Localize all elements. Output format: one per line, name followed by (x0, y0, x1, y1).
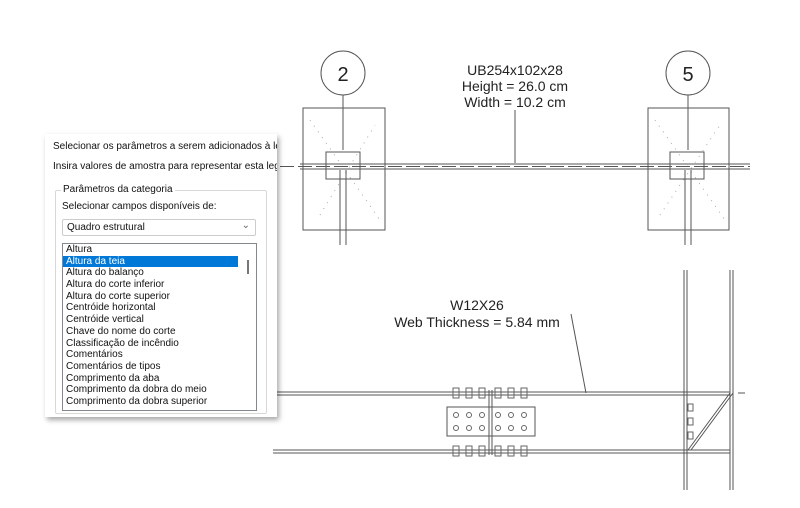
grid-label-5: 5 (682, 64, 693, 86)
instruction-select-params: Selecionar os parâmetros a serem adicion… (53, 141, 277, 152)
list-scrollbar[interactable] (242, 244, 256, 410)
instruction-sample-values: Insira valores de amostra para represent… (53, 161, 277, 172)
list-item[interactable]: Classificação de incêndio (66, 337, 179, 349)
splice-plate (446, 406, 536, 437)
beam-w12x26 (273, 391, 730, 454)
grid-bubble-2 (320, 50, 366, 150)
list-item[interactable]: Altura da teia (63, 255, 238, 268)
list-item[interactable]: Comprimento da dobra superior (66, 395, 208, 407)
group-title: Parâmetros da categoria (61, 184, 175, 195)
legend-parameters-dialog: Selecionar os parâmetros a serem adicion… (45, 134, 277, 417)
beam-tag-name: UB254x102x28 (467, 62, 563, 78)
list-item[interactable]: Comprimento da aba (66, 372, 160, 384)
beam-top (280, 163, 750, 170)
list-item[interactable]: Altura do balanço (66, 267, 144, 279)
list-item[interactable]: Centróide vertical (66, 314, 144, 326)
leader-bottom (570, 313, 587, 394)
category-parameters-group: Parâmetros da categoria Selecionar campo… (55, 184, 267, 414)
list-item[interactable]: Altura (66, 244, 93, 255)
beam-tag-web-thickness: Web Thickness = 5.84 mm (394, 314, 560, 330)
grid-label-2: 2 (337, 64, 348, 86)
list-item[interactable]: Altura do corte inferior (66, 279, 165, 291)
beam-tag-w12: W12X26 (450, 297, 504, 313)
beam-tag-height: Height = 26.0 cm (462, 78, 568, 94)
list-item[interactable]: Centróide horizontal (66, 302, 156, 314)
list-item[interactable]: Comprimento da dobra do meio (66, 384, 207, 396)
list-item[interactable]: Comentários (66, 349, 123, 361)
list-item[interactable]: Chave do nome do corte (66, 325, 176, 337)
scrollbar-thumb[interactable] (247, 260, 249, 274)
fields-label: Selecionar campos disponíveis de: (62, 201, 217, 212)
category-dropdown[interactable]: Quadro estrutural ⌄ (62, 219, 256, 236)
list-item[interactable]: Comentários de tipos (66, 360, 161, 372)
beam-tag-width: Width = 10.2 cm (464, 94, 566, 110)
chevron-down-icon: ⌄ (241, 220, 250, 231)
category-dropdown-value: Quadro estrutural (67, 222, 145, 233)
list-item[interactable]: Altura do corte superior (66, 290, 170, 302)
grid-bubble-5 (665, 50, 711, 150)
